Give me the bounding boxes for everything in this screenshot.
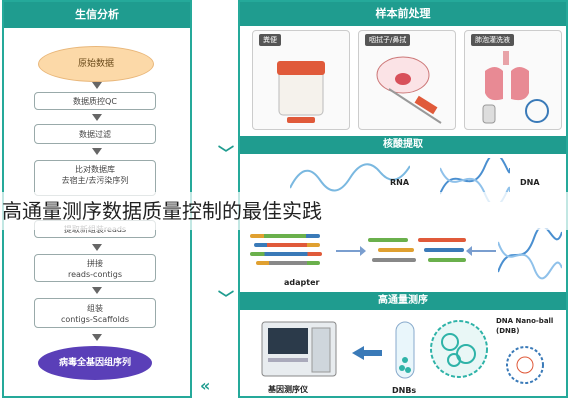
fragment-strand (256, 261, 320, 265)
flow-arrow (92, 287, 102, 294)
dnb-label: DNA Nano-ball (DNB) (496, 317, 554, 335)
throat-swab-icon (376, 56, 442, 124)
chevron-down-icon: ﹀ (218, 144, 235, 163)
stool-container-icon (277, 61, 325, 123)
fragment-strand (250, 252, 322, 256)
dna-label: DNA (520, 178, 540, 187)
sample-card-label: 粪便 (259, 34, 281, 46)
fragment-strand (372, 258, 416, 262)
arrow-left-icon (352, 346, 382, 360)
flow-end-genome: 病毒全基因组序列 (38, 346, 152, 380)
fragment-strand (254, 243, 320, 247)
chevron-left-icon: « (200, 376, 211, 395)
sample-prep-header: 样本前处理 (240, 2, 566, 26)
flow-step-filter: 数据过滤 (34, 124, 156, 144)
dnb-tube-icon (395, 321, 415, 379)
fragment-group (368, 238, 488, 268)
flow-arrow (92, 82, 102, 89)
arrow-left-icon (466, 246, 496, 256)
flow-step-align: 比对数据库 去宿主/去污染序列 (34, 160, 156, 196)
flow-step-qc: 数据质控QC (34, 92, 156, 110)
sample-card-swab: 咽拭子/鼻拭 (358, 30, 456, 130)
sample-card-label: 咽拭子/鼻拭 (365, 34, 411, 46)
flow-step-scaffold: 组装 contigs-Scaffolds (34, 298, 156, 328)
flow-arrow (92, 244, 102, 251)
fragment-strand (418, 238, 466, 242)
fragment-group (250, 234, 340, 274)
chevron-down-icon: ﹀ (218, 289, 235, 308)
extraction-header: 核酸提取 (240, 136, 566, 154)
rna-label: RNA (390, 178, 410, 187)
sequencing-header: 高通量测序 (240, 292, 566, 310)
adapter-label: adapter (284, 278, 320, 287)
fragment-strand (378, 248, 414, 252)
fragment-strand (368, 238, 408, 242)
flow-arrow (92, 148, 102, 155)
dnb-ring-icon (506, 346, 544, 384)
fragmented-dna-icon (498, 228, 562, 280)
flow-step-assemble: 拼接 reads-contigs (34, 254, 156, 282)
sample-card-label: 肺泡灌洗液 (471, 34, 514, 46)
lungs-icon (482, 51, 549, 124)
fragment-strand (428, 258, 466, 262)
flow-arrow (92, 334, 102, 341)
article-caption: 高通量测序数据质量控制的最佳实践 (0, 192, 570, 230)
sequencer-icon (261, 321, 337, 377)
flow-arrow (92, 114, 102, 121)
flow-start-raw-data: 原始数据 (38, 46, 154, 82)
arrow-right-icon (336, 246, 366, 256)
nanoball-cluster-icon (430, 320, 488, 378)
analysis-panel-title: 生信分析 (4, 2, 190, 28)
sample-card-stool: 粪便 (252, 30, 350, 130)
rna-strand-icon (290, 163, 410, 192)
fragment-strand (250, 234, 320, 238)
sequencer-label: 基因测序仪 (268, 385, 308, 394)
fragment-strand (424, 248, 464, 252)
sample-card-balf: 肺泡灌洗液 (464, 30, 562, 130)
dnbs-label: DNBs (392, 386, 417, 395)
